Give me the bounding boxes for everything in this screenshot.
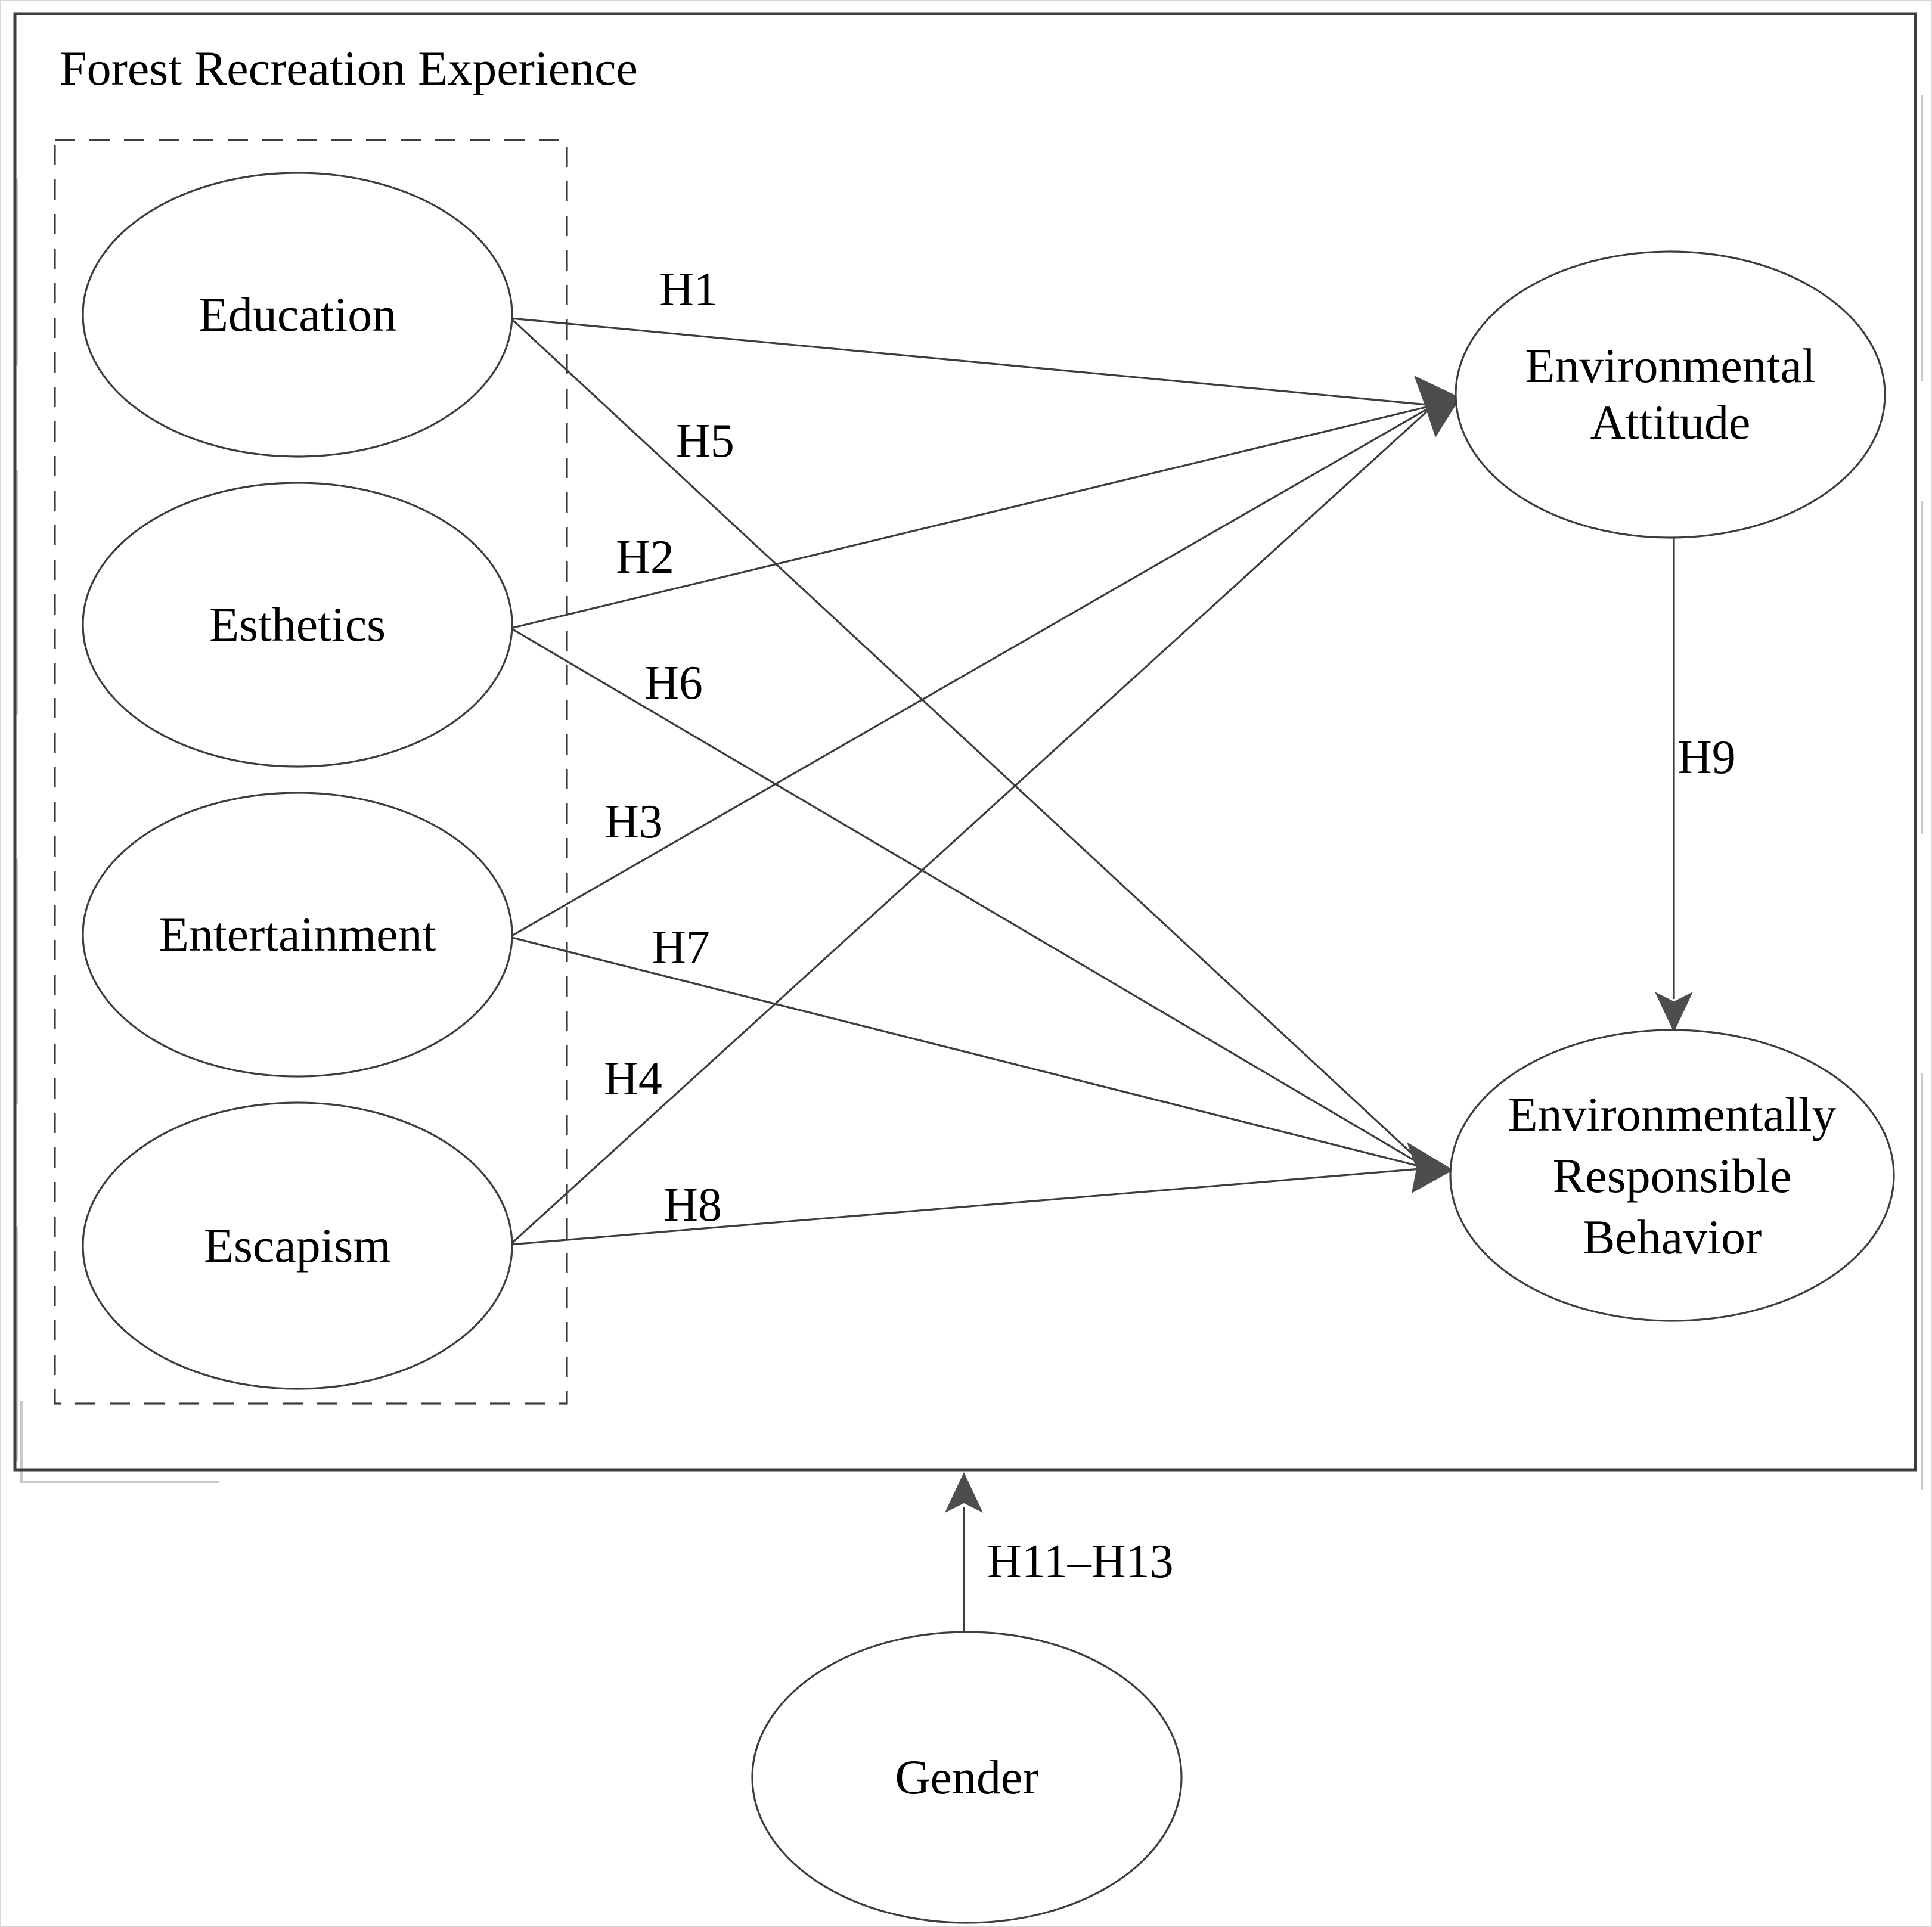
node-environmentally-responsible-behavior: Environmentally Responsible Behavior [1449,1029,1895,1322]
node-entertainment-label: Entertainment [159,907,436,961]
node-education-label: Education [199,287,396,342]
edge-h4-escapism-to-attitude [509,404,1435,1246]
hypothesis-label-h8: H8 [663,1179,722,1231]
forest-recreation-experience-title: Forest Recreation Experience [60,41,638,95]
forest-recreation-experience-box [13,12,1917,1472]
node-erb-label-line1: Environmentally [1508,1087,1836,1141]
scan-artifacts [16,95,1923,1490]
node-escapism: Escapism [82,1101,513,1390]
node-gender: Gender [751,1631,1183,1924]
hypothesis-label-h11-h13: H11–H13 [987,1535,1174,1588]
node-entertainment: Entertainment [82,792,513,1078]
node-education: Education [82,172,513,458]
experience-dimensions-dashed-box [54,139,568,1405]
arrowhead-down-into-behavior [1655,992,1693,1032]
node-gender-ellipse [751,1631,1183,1924]
edge-h5-education-to-behavior [510,317,1429,1169]
edge-h2-esthetics-to-attitude [510,404,1434,629]
hypothesis-label-h4: H4 [604,1053,662,1105]
node-environmentally-responsible-behavior-ellipse [1449,1029,1895,1322]
node-environmental-attitude-ellipse [1455,250,1886,539]
hypothesis-label-h6: H6 [644,657,703,709]
hypothesis-label-h7: H7 [652,921,710,974]
edge-h7-entertainment-to-behavior [509,936,1428,1169]
scan-artifact-corner [20,1401,219,1483]
node-esthetics: Esthetics [82,482,513,768]
arrowhead-into-behavior [1407,1142,1453,1193]
node-environmental-attitude-label-line1: Environmental [1525,339,1815,393]
hypothesis-label-h2: H2 [616,531,674,584]
node-esthetics-ellipse [82,482,513,768]
edge-h1-education-to-attitude [510,317,1434,406]
node-erb-label-line2: Responsible [1553,1149,1792,1203]
node-environmental-attitude: Environmental Attitude [1455,250,1886,539]
node-escapism-label: Escapism [204,1218,391,1273]
hypothesis-label-h3: H3 [604,796,663,848]
arrowhead-into-attitude [1414,376,1460,437]
edge-h6-esthetics-to-behavior [510,627,1428,1169]
hypothesis-labels: H1 H2 H3 H4 H5 H6 H7 H8 H9 H11–H13 [604,263,1736,1588]
node-esthetics-label: Esthetics [209,597,386,651]
node-entertainment-ellipse [82,792,513,1078]
edge-h3-entertainment-to-attitude [509,404,1434,938]
edge-h8-escapism-to-behavior [510,1167,1428,1246]
arrowhead-up-into-box [945,1472,983,1513]
node-erb-label-line3: Behavior [1583,1210,1762,1264]
node-environmental-attitude-label-line2: Attitude [1590,395,1751,449]
node-education-ellipse [82,172,513,458]
hypothesis-label-h1: H1 [659,263,718,316]
hypothesis-label-h5: H5 [676,415,734,467]
node-gender-label: Gender [895,1750,1038,1804]
hypothesis-edges [509,317,1435,1246]
hypothesis-label-h9: H9 [1677,731,1736,784]
node-escapism-ellipse [82,1101,513,1390]
